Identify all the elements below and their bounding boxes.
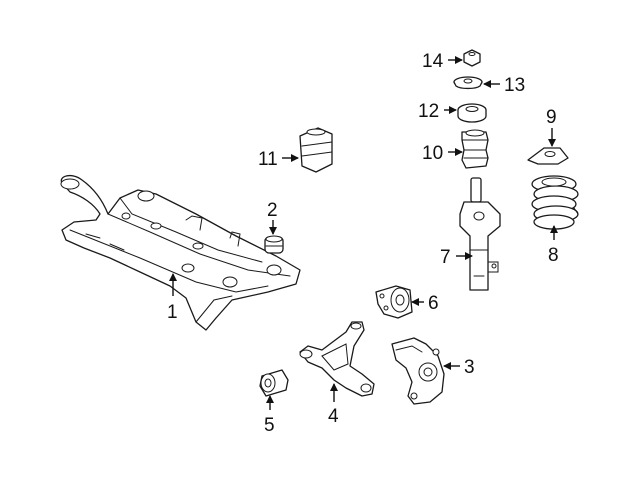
control-arm-bushing-drawing <box>259 369 289 397</box>
callout-5: 5 <box>264 415 275 436</box>
steering-knuckle-drawing <box>391 337 445 405</box>
callout-12: 12 <box>418 101 439 122</box>
strut-mount-drawing <box>453 76 483 90</box>
spring-upper-seat-drawing <box>527 147 569 165</box>
callout-2: 2 <box>267 200 278 221</box>
callout-9: 9 <box>546 107 557 128</box>
subframe-bushing-drawing <box>264 235 284 254</box>
callout-3: 3 <box>464 357 475 378</box>
leader-lines <box>169 56 558 410</box>
callout-8: 8 <box>548 245 559 266</box>
callout-1: 1 <box>167 302 178 323</box>
callout-4: 4 <box>328 406 339 427</box>
callout-6: 6 <box>428 293 439 314</box>
strut-nut-drawing <box>463 49 481 67</box>
strut-assembly-drawing <box>459 177 501 291</box>
strut-insulator-drawing <box>299 127 333 173</box>
coil-spring-drawing <box>531 175 579 230</box>
subframe-crossmember-drawing <box>60 174 301 331</box>
strut-bearing-drawing <box>457 103 487 123</box>
callout-7: 7 <box>440 247 451 268</box>
lower-control-arm-drawing <box>299 321 375 397</box>
bump-stop-drawing <box>461 129 489 169</box>
callout-14: 14 <box>422 51 444 72</box>
callout-13: 13 <box>504 75 525 96</box>
rear-bushing-drawing <box>375 285 413 319</box>
callout-10: 10 <box>422 143 443 164</box>
callout-labels: 1 2 3 4 5 6 7 8 9 10 11 12 13 14 <box>167 51 559 436</box>
callout-11: 11 <box>258 149 278 170</box>
